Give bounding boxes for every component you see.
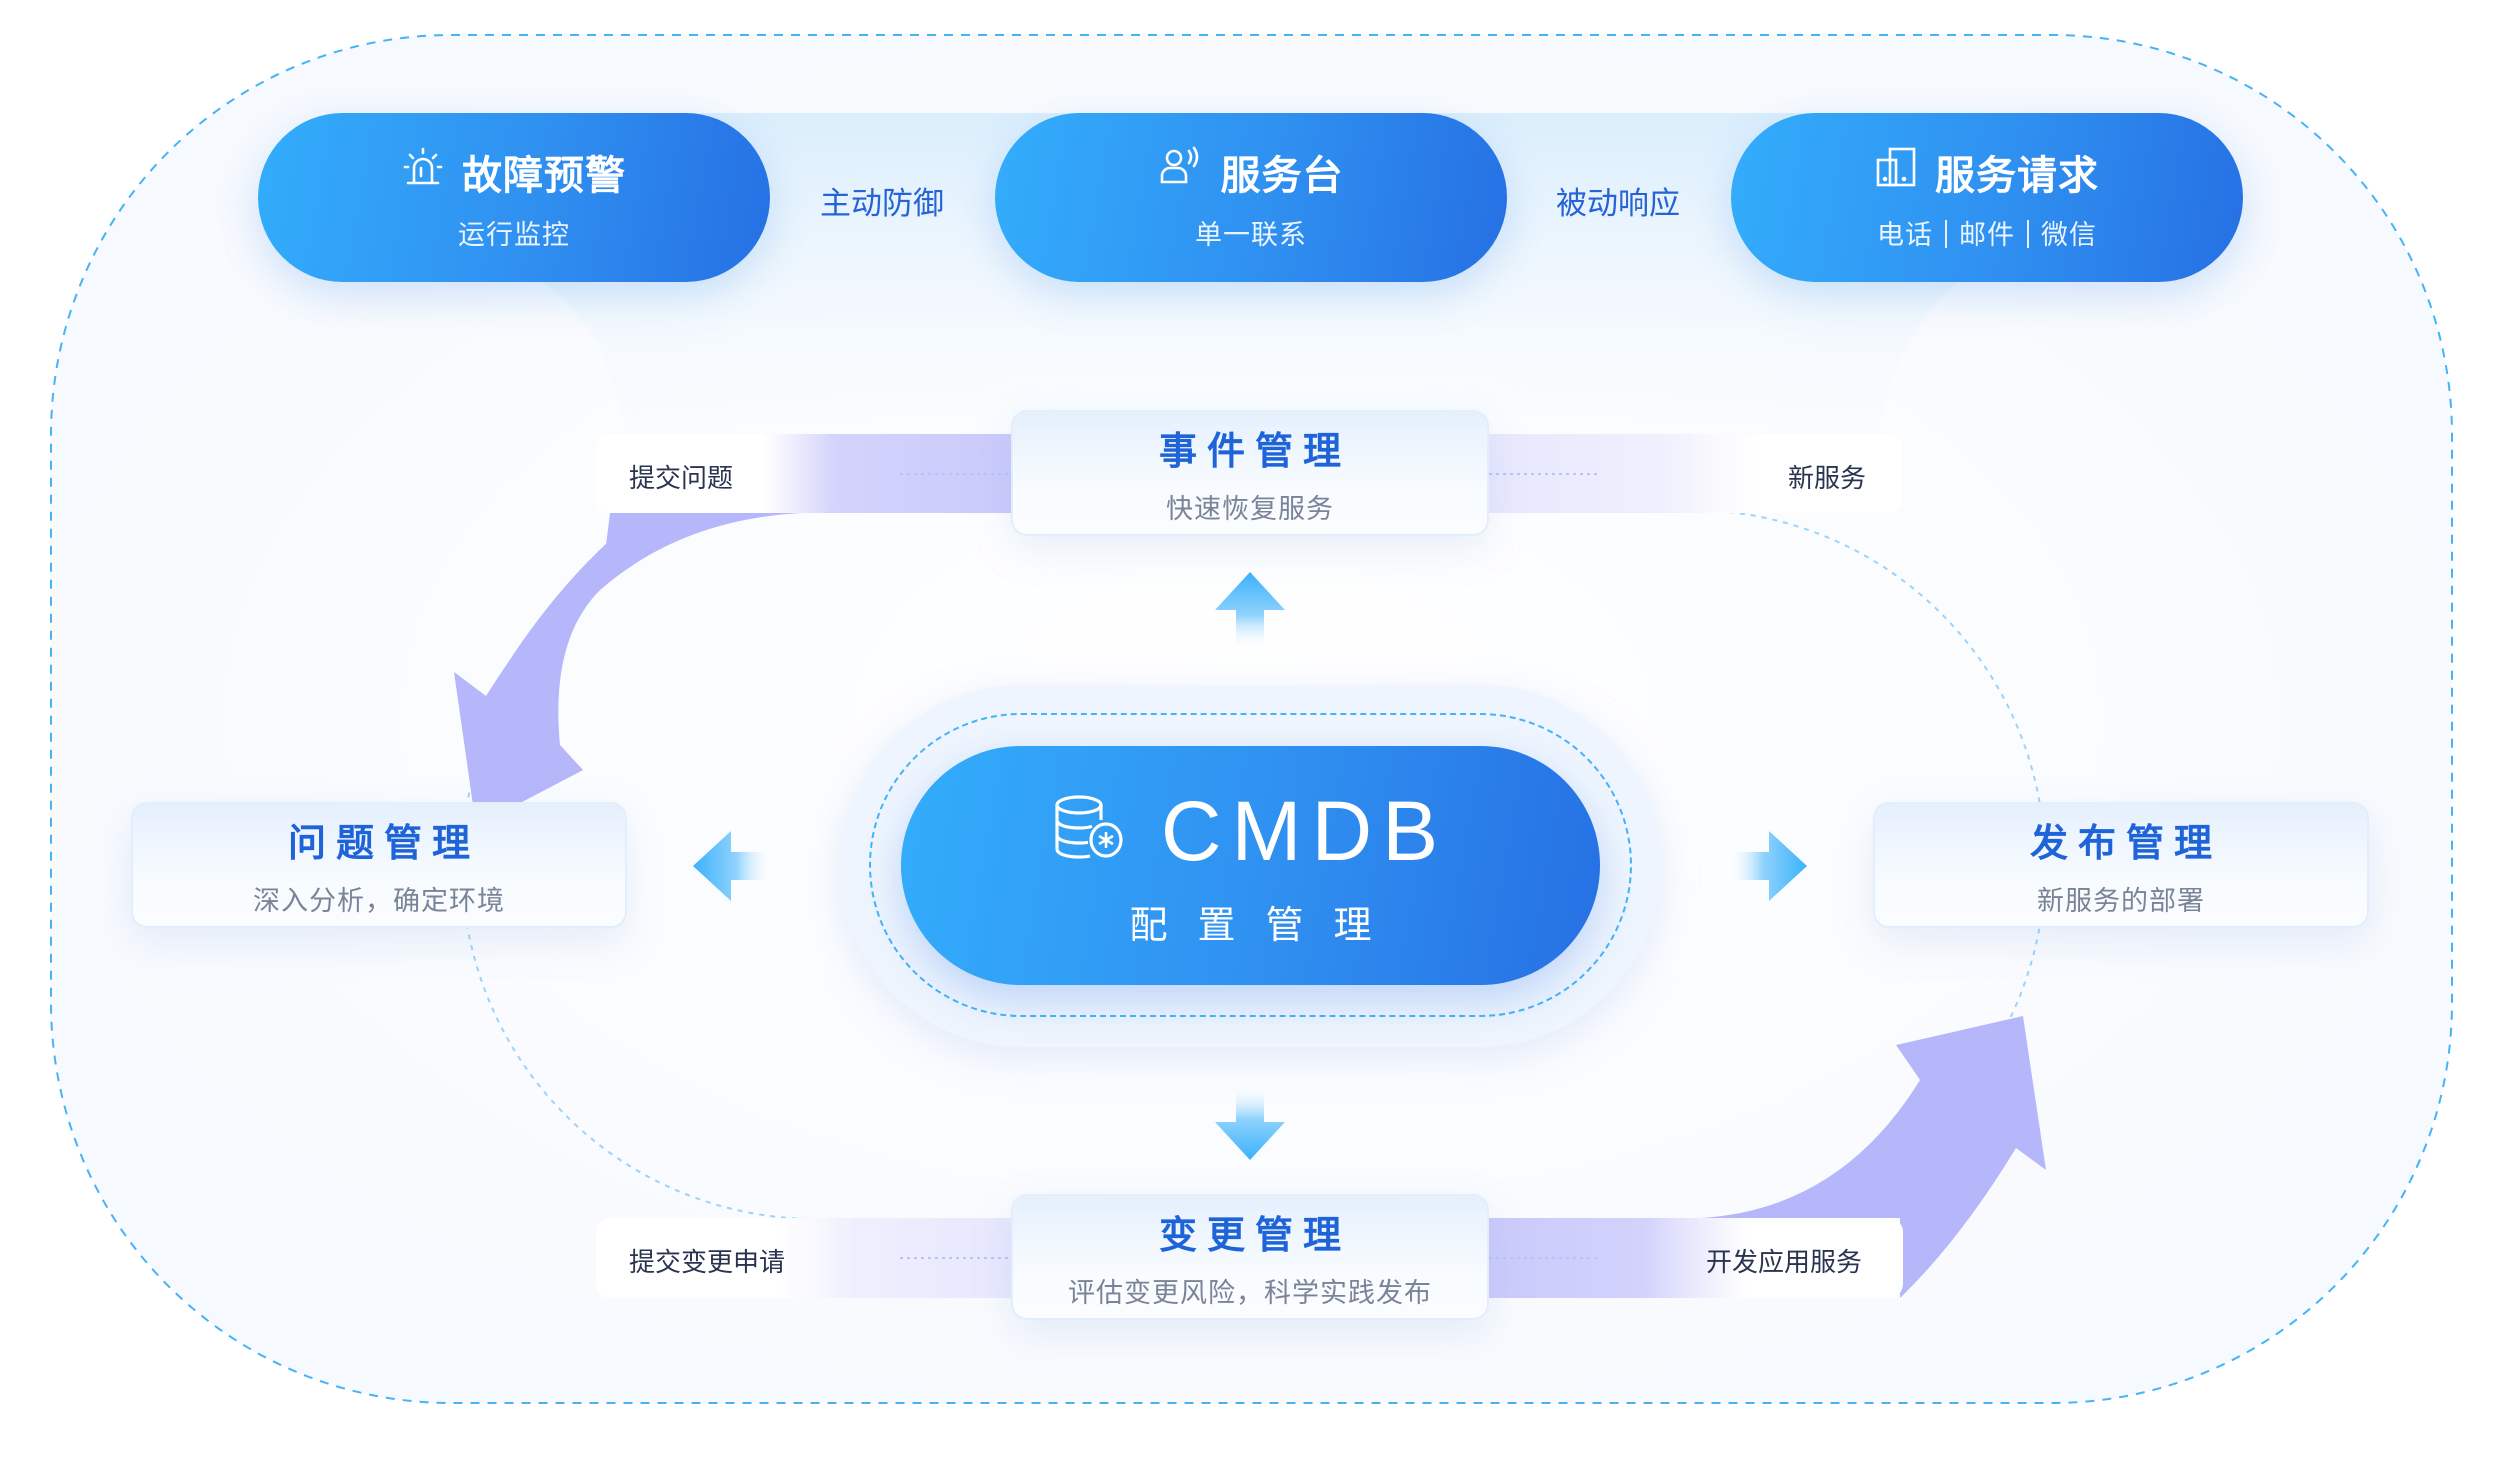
alarm-light-icon (402, 146, 444, 198)
flow-arrow-to-release (1460, 1016, 2046, 1298)
module-subtitle: 深入分析，确定环境 (253, 886, 505, 917)
separator (2027, 220, 2029, 248)
flow-label-bottom-right-box (1643, 1218, 1903, 1298)
arrow-down-icon (1215, 1085, 1285, 1160)
module-change-management[interactable]: 变更管理 评估变更风险，科学实践发布 (1011, 1194, 1489, 1320)
module-subtitle: 新服务的部署 (2037, 886, 2205, 917)
pill-subtitle: 电话邮件微信 (1877, 213, 2097, 252)
module-title: 问题管理 (287, 821, 480, 865)
module-title: 事件管理 (1158, 429, 1351, 473)
arrow-up-icon (1215, 572, 1285, 650)
flow-label-submit-problem: 提交问题 (629, 464, 734, 494)
cmdb-title: CMDB (1160, 783, 1449, 878)
pill-title: 服务请求 (1935, 153, 2099, 199)
connector-passive-response: 被动响应 (1556, 186, 1680, 222)
pill-title: 服务台 (1220, 153, 1344, 199)
pill-service-desk[interactable]: 服务台 单一联系 (995, 113, 1507, 282)
pill-fault-alert[interactable]: 故障预警 运行监控 (258, 113, 770, 282)
module-problem-management[interactable]: 问题管理 深入分析，确定环境 (131, 802, 627, 928)
module-title: 发布管理 (2029, 821, 2222, 865)
pill-subtitle: 单一联系 (1195, 220, 1307, 251)
channel-wechat: 微信 (2041, 220, 2097, 251)
flow-arrow-to-problem-body (455, 513, 1040, 826)
flow-label-top-left-box (596, 434, 836, 513)
module-release-management[interactable]: 发布管理 新服务的部署 (1873, 802, 2369, 928)
customer-service-icon (1159, 146, 1203, 198)
arrow-left-icon (693, 831, 772, 901)
connector-proactive-defense: 主动防御 (820, 186, 944, 222)
flow-label-submit-change: 提交变更申请 (629, 1248, 786, 1278)
flow-label-new-service: 新服务 (1788, 464, 1867, 494)
module-subtitle: 快速恢复服务 (1166, 494, 1334, 525)
database-settings-icon (1053, 783, 1127, 880)
top-band (540, 113, 1960, 520)
arrow-right-icon (1728, 831, 1807, 901)
devices-icon (1875, 146, 1917, 198)
separator (1945, 220, 1947, 248)
channel-email: 邮件 (1959, 220, 2015, 251)
pill-title: 故障预警 (462, 153, 626, 199)
flow-label-develop-service: 开发应用服务 (1706, 1248, 1863, 1278)
pill-service-request[interactable]: 服务请求 电话邮件微信 (1731, 113, 2243, 282)
cmdb-core[interactable]: CMDB 配置管理 (901, 746, 1600, 985)
cmdb-dashed-ring (869, 713, 1632, 1017)
channel-phone: 电话 (1877, 220, 1933, 251)
module-subtitle: 评估变更风险，科学实践发布 (1068, 1278, 1432, 1309)
cmdb-subtitle: 配置管理 (1129, 902, 1402, 947)
module-title: 变更管理 (1158, 1213, 1351, 1257)
module-incident-management[interactable]: 事件管理 快速恢复服务 (1011, 410, 1489, 536)
flow-label-top-right-box (1663, 434, 1903, 513)
pill-subtitle: 运行监控 (458, 220, 570, 251)
flow-label-bottom-left-box (596, 1218, 856, 1298)
